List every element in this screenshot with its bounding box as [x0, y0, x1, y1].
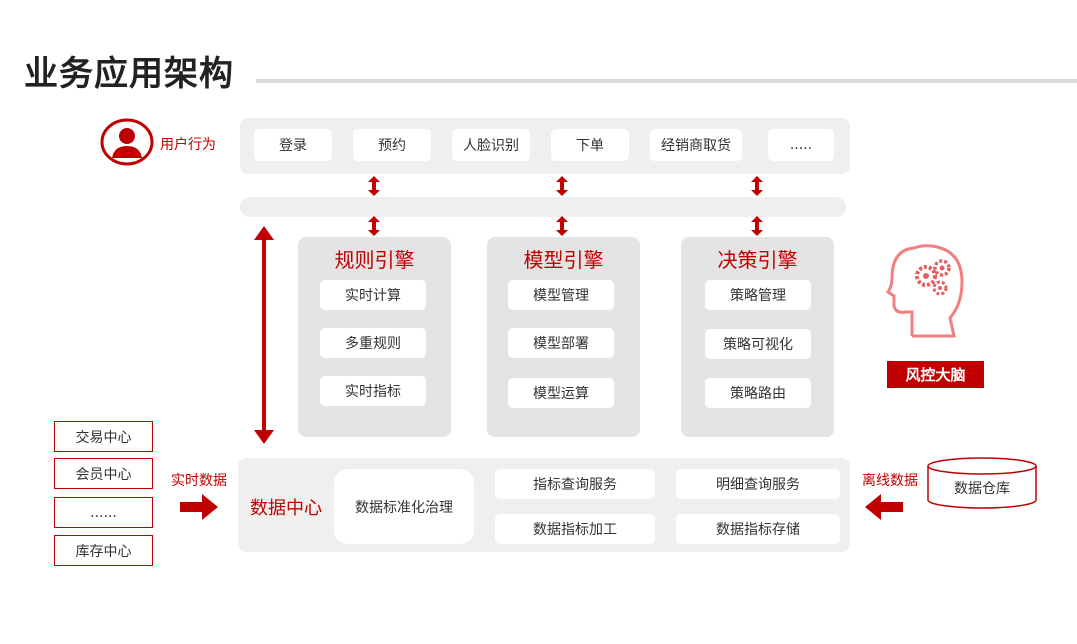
- decision-engine-item: 策略路由: [705, 378, 811, 408]
- bidirectional-arrow-icon: [367, 176, 381, 196]
- model-engine-item: 模型部署: [508, 328, 614, 358]
- gateway-bar: [240, 197, 846, 217]
- action-place-order: 下单: [551, 129, 629, 161]
- metric-storage: 数据指标存储: [676, 514, 840, 544]
- action-reservation: 预约: [353, 129, 431, 161]
- arrow-left-icon: [865, 494, 903, 520]
- title-divider: [256, 79, 1077, 83]
- metric-query-service: 指标查询服务: [495, 469, 655, 499]
- action-dealer-pickup: 经销商取货: [650, 129, 742, 161]
- action-more: .....: [768, 129, 834, 161]
- bidirectional-arrow-icon: [367, 216, 381, 236]
- action-face-recognition: 人脸识别: [452, 129, 530, 161]
- data-warehouse-label: 数据仓库: [954, 481, 1010, 497]
- bidirectional-arrow-icon: [555, 176, 569, 196]
- user-icon: [100, 118, 154, 166]
- decision-engine-title: 决策引擎: [717, 248, 798, 272]
- bidirectional-arrow-icon: [750, 216, 764, 236]
- model-engine-item: 模型管理: [508, 280, 614, 310]
- data-center-title: 数据中心: [250, 498, 322, 519]
- rule-engine-title: 规则引擎: [334, 248, 415, 272]
- detail-query-service: 明细查询服务: [676, 469, 840, 499]
- arrow-right-icon: [180, 494, 218, 520]
- source-inventory-center: 库存中心: [54, 535, 153, 566]
- user-behavior-label: 用户行为: [160, 137, 216, 153]
- decision-engine-item: 策略可视化: [705, 329, 811, 359]
- source-more: ......: [54, 497, 153, 528]
- bidirectional-arrow-icon: [555, 216, 569, 236]
- decision-engine-item: 策略管理: [705, 280, 811, 310]
- rule-engine-item: 实时计算: [320, 280, 426, 310]
- model-engine-title: 模型引擎: [523, 248, 604, 272]
- database-cylinder-icon: [926, 456, 1038, 510]
- metric-processing: 数据指标加工: [495, 514, 655, 544]
- bidirectional-arrow-icon: [750, 176, 764, 196]
- rule-engine-item: 多重规则: [320, 328, 426, 358]
- realtime-data-label: 实时数据: [171, 473, 227, 489]
- brain-gear-icon: [884, 240, 964, 340]
- user-actions-panel: [240, 118, 850, 174]
- risk-brain-label: 风控大脑: [887, 361, 984, 388]
- model-engine-item: 模型运算: [508, 378, 614, 408]
- source-trade-center: 交易中心: [54, 421, 153, 452]
- source-member-center: 会员中心: [54, 458, 153, 489]
- vertical-bidirectional-arrow-icon: [253, 226, 275, 444]
- data-standardization: 数据标准化治理: [334, 469, 474, 544]
- offline-data-label: 离线数据: [862, 473, 918, 489]
- page-title: 业务应用架构: [24, 54, 234, 94]
- rule-engine-item: 实时指标: [320, 376, 426, 406]
- action-login: 登录: [254, 129, 332, 161]
